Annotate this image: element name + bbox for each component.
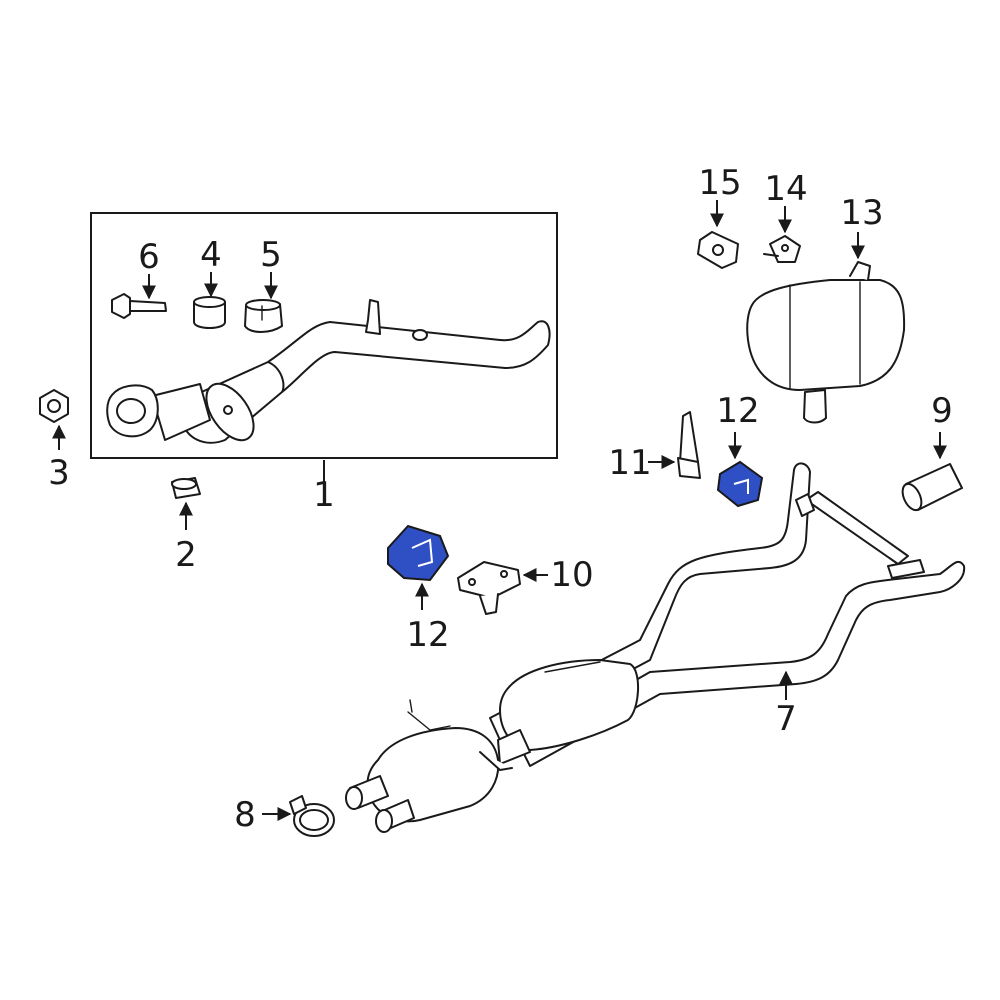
exhaust-tip[interactable] [899,463,963,513]
leader-lines [52,200,947,821]
support-bracket[interactable] [677,411,701,479]
clamp-sleeve[interactable] [244,299,283,333]
gasket-sleeve[interactable] [193,296,226,329]
hanger-insulator[interactable] [697,231,739,269]
callout-5: 5 [260,235,282,275]
callout-1: 1 [313,475,335,515]
callout-15: 15 [698,163,741,203]
bracket-plate[interactable] [457,561,521,615]
callout-11: 11 [608,443,651,483]
front-pipe-catalytic-converter[interactable] [106,299,551,449]
callout-12-right: 12 [716,391,759,431]
callout-12-left: 12 [406,615,449,655]
intermediate-pipe-resonator[interactable] [489,462,966,767]
callout-4: 4 [200,235,222,275]
nut[interactable] [39,389,69,423]
callout-3: 3 [48,453,70,493]
hanger-bracket[interactable] [763,235,801,263]
stud[interactable] [171,477,201,499]
callout-7: 7 [775,699,797,739]
front-pipe-assembly-box [90,212,558,459]
rear-muffler[interactable] [746,261,906,424]
callout-13: 13 [840,193,883,233]
callout-6: 6 [138,237,160,277]
callout-10: 10 [550,555,593,595]
callout-9: 9 [931,391,953,431]
front-muffler[interactable] [345,699,531,833]
hanger-insulator-highlighted-left[interactable] [387,524,450,582]
pipe-clamp[interactable] [289,795,335,837]
bolt[interactable] [111,293,167,319]
callout-14: 14 [764,169,807,209]
callout-2: 2 [175,535,197,575]
callout-8: 8 [234,795,256,835]
hanger-insulator-highlighted-right[interactable] [716,460,764,508]
